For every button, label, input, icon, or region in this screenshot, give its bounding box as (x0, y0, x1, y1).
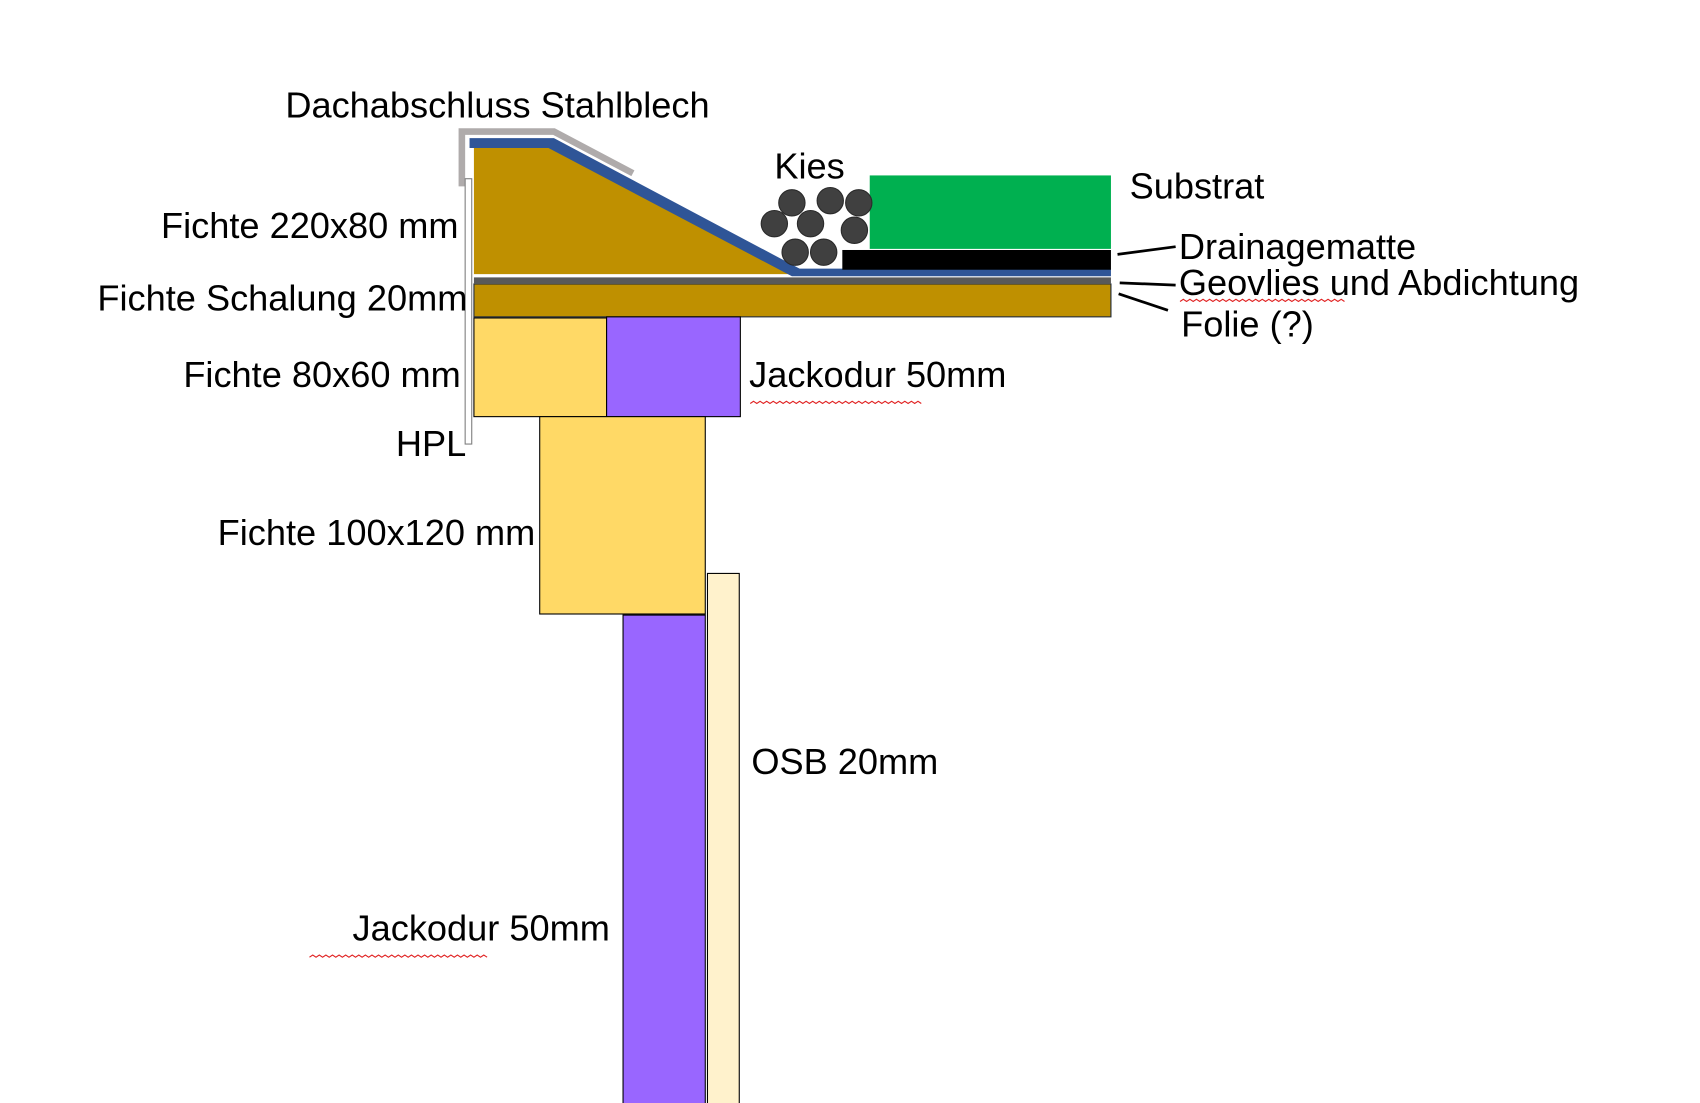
gravel-stone (840, 216, 869, 244)
steel-flashing (458, 128, 635, 187)
label-schalung: Fichte Schalung 20mm (97, 277, 467, 318)
label-kies: Kies (774, 146, 844, 187)
fichte-schalung-slab (473, 283, 1112, 318)
leader-line-folie (1118, 292, 1169, 312)
substrat-layer (869, 175, 1111, 249)
hpl-panel (464, 178, 473, 445)
gravel-stone (781, 238, 809, 266)
fichte-220x80-wedge (473, 148, 792, 275)
spellcheck-underline (1179, 298, 1345, 303)
kies-gravel (760, 186, 873, 266)
leader-line-drainagematte (1117, 245, 1176, 256)
label-jackodur-wall: Jackodur 50mm (353, 908, 610, 949)
folie-layer (473, 277, 1111, 284)
osb-board (706, 572, 740, 1103)
label-osb: OSB 20mm (751, 741, 938, 782)
label-dachabschluss: Dachabschluss Stahlblech (285, 84, 709, 125)
jackodur-wall-insulation (622, 614, 706, 1103)
label-substrat: Substrat (1130, 165, 1265, 206)
gravel-stone (796, 209, 825, 238)
label-fichte-100x120: Fichte 100x120 mm (218, 512, 536, 553)
label-fichte-80x60: Fichte 80x60 mm (183, 354, 460, 395)
label-jackodur-top: Jackodur 50mm (749, 354, 1006, 395)
label-drainagematte: Drainagematte (1179, 226, 1416, 267)
label-fichte-220x80: Fichte 220x80 mm (161, 205, 459, 246)
label-geovlies: Geovlies und Abdichtung (1179, 262, 1579, 303)
spellcheck-underline (749, 400, 922, 405)
gravel-stone (845, 189, 873, 217)
leader-line-geovlies (1119, 281, 1176, 287)
label-hpl: HPL (396, 423, 466, 464)
gravel-stone (809, 238, 838, 266)
gravel-stone (816, 186, 844, 215)
fichte-80x60-beam (473, 317, 608, 418)
label-folie: Folie (?) (1181, 304, 1314, 345)
gravel-stone (760, 209, 789, 238)
gravel-stone (778, 189, 806, 217)
jackodur-top-block (606, 316, 741, 418)
spellcheck-underline (309, 954, 488, 958)
fichte-100x120-beam (539, 416, 706, 615)
drainagematte-layer (842, 249, 1111, 270)
